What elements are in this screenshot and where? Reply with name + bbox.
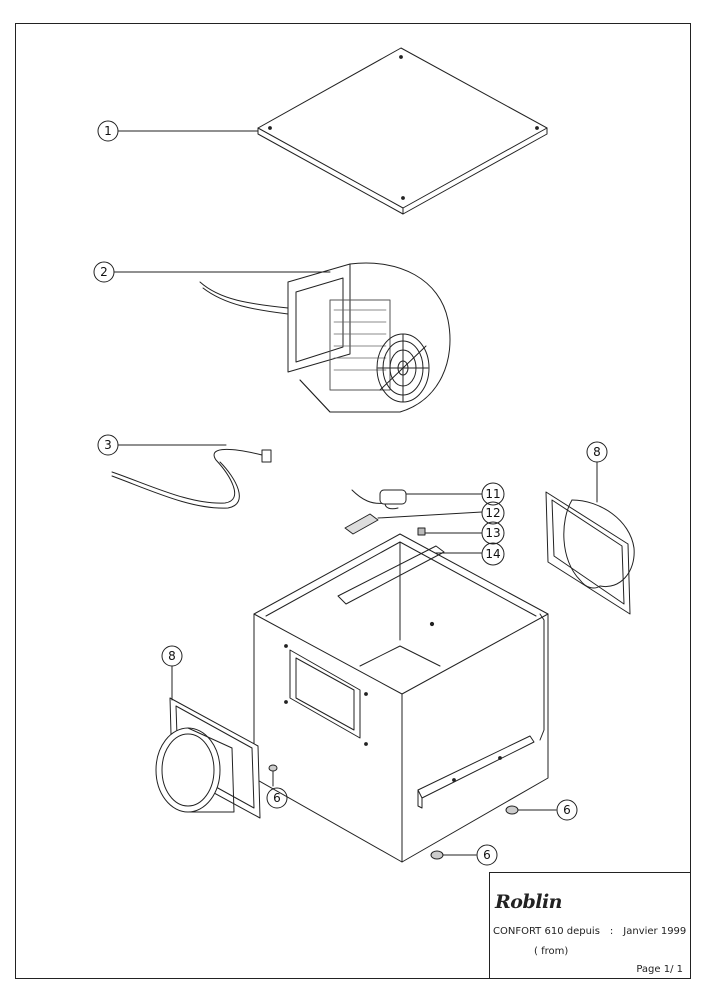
title-block: Roblin CONFORT 610 depuis: Janvier 1999 (… (489, 872, 691, 979)
callout-3: 3 (97, 434, 227, 456)
part-1-top-panel (257, 47, 548, 215)
part-14-housing (253, 533, 549, 863)
callout-2: 2 (93, 261, 331, 283)
callout-12: 12 (481, 501, 505, 525)
part-6-foot-c (430, 850, 477, 860)
model-date: Janvier 1999 (623, 926, 687, 937)
page-number: Page 1/ 1 (636, 964, 683, 975)
svg-text:8: 8 (593, 445, 601, 459)
svg-text:6: 6 (563, 803, 571, 817)
svg-text:11: 11 (485, 487, 500, 501)
part-11-capacitor (351, 489, 483, 510)
svg-text:3: 3 (104, 438, 112, 452)
part-8-collar-right (545, 491, 635, 615)
callout-6-b: 6 (556, 799, 578, 821)
colon: : (609, 926, 614, 937)
svg-text:8: 8 (168, 649, 176, 663)
callout-1: 1 (97, 120, 259, 142)
svg-text:2: 2 (100, 265, 108, 279)
model-line: CONFORT 610 depuis: Janvier 1999 (493, 926, 686, 937)
callout-8-right: 8 (586, 441, 608, 503)
callout-11: 11 (481, 482, 505, 506)
callout-14: 14 (481, 542, 505, 566)
svg-text:13: 13 (485, 526, 500, 540)
part-2-blower (199, 262, 451, 413)
part-8-collar-left (155, 697, 261, 819)
model-name: CONFORT 610 depuis (493, 926, 600, 937)
from-label: ( from) (534, 946, 569, 957)
svg-text:14: 14 (485, 547, 500, 561)
svg-text:6: 6 (483, 848, 491, 862)
part-6-foot-b (505, 805, 557, 815)
svg-text:12: 12 (485, 506, 500, 520)
brand-logo: Roblin (495, 891, 563, 913)
drawing-frame (15, 23, 691, 979)
svg-text:6: 6 (273, 791, 281, 805)
part-12-terminal-block (344, 511, 483, 535)
part-3-cable (111, 448, 272, 509)
callout-6-a: 6 (266, 787, 288, 809)
callout-8-left: 8 (161, 645, 183, 701)
svg-text:1: 1 (104, 124, 112, 138)
callout-6-c: 6 (476, 844, 498, 866)
part-13-nut (417, 527, 483, 536)
callout-13: 13 (481, 521, 505, 545)
part-6-foot-a (268, 764, 278, 787)
